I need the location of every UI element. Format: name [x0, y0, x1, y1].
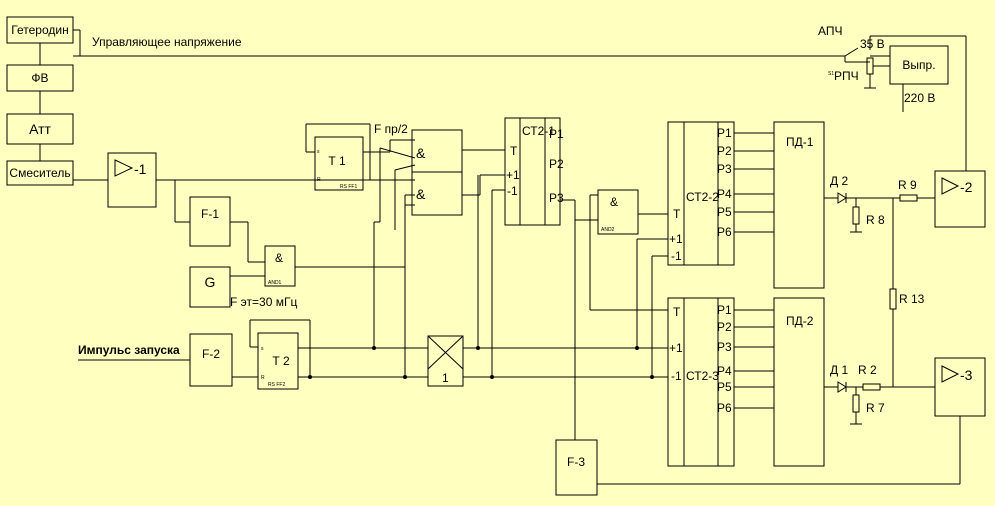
and1-sub-label: AND1	[268, 280, 282, 286]
d2-label: Д 2	[830, 174, 848, 188]
st21-plus1-pin: +1	[506, 168, 520, 182]
st22-p6-pin: P6	[717, 225, 732, 239]
pd2-label: ПД-2	[786, 314, 814, 328]
st22-p5-pin: P5	[717, 205, 732, 219]
filter-f2-block	[189, 333, 233, 387]
st21-p1-pin: P1	[549, 127, 564, 141]
rpch-label: РПЧ	[834, 69, 859, 83]
st23-p4-pin: P4	[717, 364, 732, 378]
resistor-r7	[852, 394, 860, 413]
st22-minus1-pin: -1	[671, 249, 682, 263]
r9-label: R 9	[898, 178, 917, 192]
decoder-pd2-block	[773, 297, 825, 467]
r8-label: R 8	[866, 213, 885, 227]
potentiometer-rpch	[866, 57, 874, 75]
and-gate-upper-symbol: &	[416, 145, 426, 161]
st22-label: СТ2-2	[686, 190, 719, 204]
trigger-t1-block	[314, 136, 364, 191]
st23-minus1-pin: -1	[671, 369, 682, 383]
t2-sub-label: RS FF2	[268, 382, 285, 388]
pd1-label: ПД-1	[786, 135, 814, 149]
t2-r-pin: R	[261, 375, 265, 381]
generator-g-label: G	[205, 274, 216, 290]
attenuator-label: Атт	[29, 121, 51, 137]
generator-g-block	[189, 266, 231, 308]
st22-plus1-pin: +1	[669, 232, 683, 246]
t2-s-pin: s	[261, 346, 264, 352]
phase-shifter-label: ФВ	[31, 71, 48, 85]
and1-symbol: &	[275, 251, 283, 265]
amplifier-3-label: -3	[960, 367, 973, 383]
t1-s-pin: s	[317, 149, 320, 155]
st21-t-pin: T	[510, 144, 518, 158]
filter-f2-label: F-2	[202, 347, 220, 361]
r2-label: R 2	[858, 363, 877, 377]
t2-label: Т 2	[272, 354, 290, 368]
st23-p5-pin: P5	[717, 380, 732, 394]
filter-f3-label: F-3	[567, 455, 585, 469]
filter-f3-block	[555, 439, 598, 496]
crossover-digit: 1	[442, 371, 449, 385]
st23-p2-pin: P2	[717, 320, 732, 334]
resistor-r9	[899, 194, 918, 202]
r7-label: R 7	[866, 401, 885, 415]
and1-gate	[264, 245, 296, 287]
amplifier-1-label: -1	[134, 161, 147, 177]
st22-t-pin: T	[673, 207, 681, 221]
resistor-r8	[852, 206, 860, 225]
rectifier-label: Выпр.	[902, 58, 935, 72]
decoder-pd1-block	[773, 121, 825, 289]
heterodyne-label: Гетеродин	[11, 23, 68, 37]
f-pr2-label: F пр/2	[374, 122, 408, 136]
st23-label: СТ2-3	[686, 369, 719, 383]
filter-f1-block	[189, 196, 231, 247]
r13-label: R 13	[899, 292, 925, 306]
control-voltage-label: Управляющее напряжение	[92, 35, 242, 49]
volt220-label: 220 В	[904, 91, 935, 105]
and2-sub-label: AND2	[601, 227, 615, 233]
st21-p2-pin: P2	[549, 157, 564, 171]
mixer-label: Смеситель	[9, 166, 70, 180]
reference-frequency-label: F эт=30 мГц	[230, 295, 297, 309]
st22-p3-pin: P3	[717, 162, 732, 176]
st23-t-pin: T	[673, 305, 681, 319]
and2-symbol: &	[610, 195, 618, 209]
and2-gate	[597, 189, 639, 235]
rectifier-block	[889, 45, 949, 85]
st23-p3-pin: P3	[717, 340, 732, 354]
trigger-t2-block	[257, 332, 299, 390]
resistor-r13	[889, 288, 897, 310]
amplifier-2-label: -2	[960, 179, 973, 195]
resistor-r2	[862, 383, 881, 391]
amplifier-2-block	[934, 170, 986, 228]
start-pulse-label: Импульс запуска	[78, 343, 180, 357]
d1-label: Д 1	[830, 363, 848, 377]
and-gate-lower-symbol: &	[416, 186, 426, 202]
counter-st2-1-outputs	[519, 117, 561, 226]
apch-label: АПЧ	[818, 24, 843, 38]
st21-minus1-pin: -1	[507, 184, 518, 198]
st23-p1-pin: P1	[717, 303, 732, 317]
s1-label: S1	[828, 71, 834, 77]
st21-p3-pin: P3	[549, 191, 564, 205]
st22-p4-pin: P4	[717, 187, 732, 201]
st23-p6-pin: P6	[717, 401, 732, 415]
st22-p1-pin: P1	[717, 126, 732, 140]
st23-plus1-pin: +1	[669, 341, 683, 355]
t1-label: Т 1	[328, 154, 346, 168]
volt35-label: 35 В	[860, 37, 885, 51]
st22-p2-pin: P2	[717, 144, 732, 158]
st21-label: СТ2-1	[522, 124, 555, 138]
t1-r-pin: R	[317, 177, 321, 183]
counter-st2-3-outputs	[683, 297, 735, 467]
t1-sub-label: RS FF1	[340, 184, 357, 190]
crossover-switch-block	[427, 335, 464, 387]
filter-f1-label: F-1	[201, 207, 219, 221]
